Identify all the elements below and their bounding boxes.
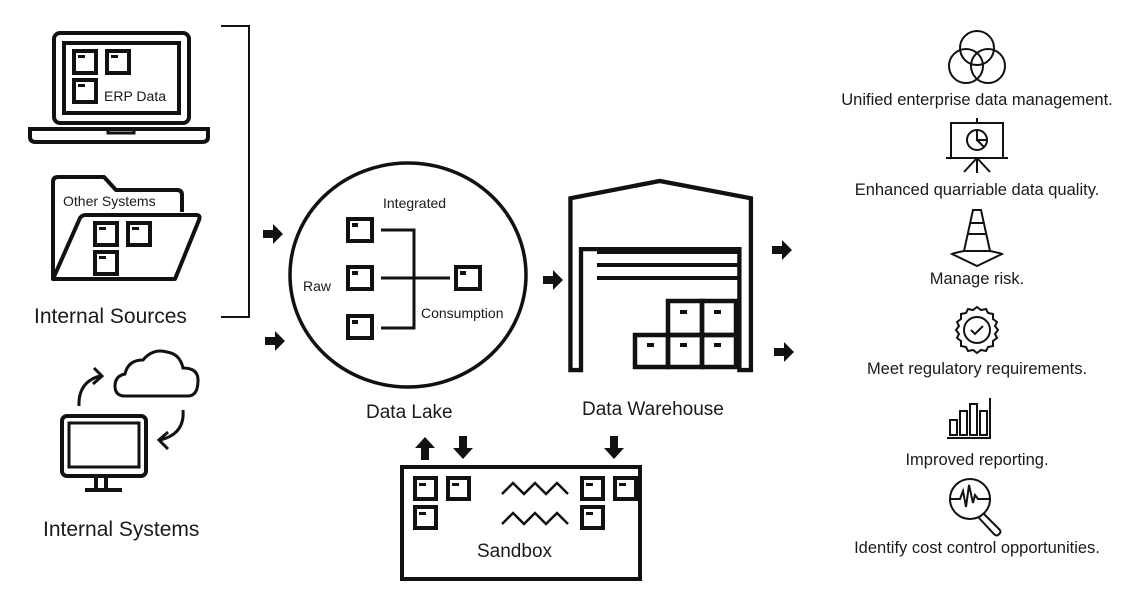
zone-consumption-label: Consumption bbox=[421, 305, 504, 321]
zigzag-icon bbox=[501, 511, 569, 526]
bracket bbox=[221, 25, 250, 318]
arrow-down-icon bbox=[453, 436, 473, 459]
arrow-right-icon bbox=[774, 342, 794, 362]
arrow-down-icon bbox=[604, 436, 624, 459]
traffic-cone-icon bbox=[949, 209, 1005, 268]
data-lake-diagram bbox=[288, 161, 528, 389]
benefit-label: Identify cost control opportunities. bbox=[854, 539, 1100, 557]
warehouse-icon bbox=[568, 178, 754, 373]
bar-chart-icon bbox=[947, 398, 991, 439]
arrow-up-icon bbox=[415, 437, 435, 460]
benefit-label: Unified enterprise data management. bbox=[841, 91, 1113, 109]
data-warehouse-title: Data Warehouse bbox=[582, 399, 724, 420]
benefit-label: Manage risk. bbox=[929, 270, 1025, 288]
presentation-board-icon bbox=[946, 118, 1008, 173]
arrow-right-icon bbox=[772, 240, 792, 260]
internal-systems-label: Internal Systems bbox=[43, 518, 200, 541]
arrow-right-icon bbox=[263, 224, 283, 244]
certified-badge-icon bbox=[954, 305, 1000, 355]
internal-sources-label: Internal Sources bbox=[34, 305, 187, 328]
benefit-label: Enhanced quarriable data quality. bbox=[854, 181, 1100, 199]
benefit-label: Improved reporting. bbox=[905, 451, 1049, 469]
sandbox-box bbox=[400, 465, 642, 581]
sandbox-contents bbox=[413, 476, 638, 530]
venn-circles-icon bbox=[948, 30, 1006, 84]
erp-data-label: ERP Data bbox=[104, 88, 166, 104]
monitor-cloud-icon bbox=[60, 349, 200, 492]
benefit-label: Meet regulatory requirements. bbox=[866, 360, 1088, 378]
data-lake-title: Data Lake bbox=[366, 402, 453, 423]
zone-integrated-label: Integrated bbox=[383, 195, 447, 211]
data-block-icon bbox=[72, 49, 131, 104]
laptop-icon bbox=[28, 31, 210, 144]
magnifier-pulse-icon bbox=[949, 478, 1002, 537]
zigzag-icon bbox=[501, 481, 569, 496]
other-systems-label: Other Systems bbox=[63, 193, 156, 209]
folder-icon bbox=[51, 175, 202, 281]
zone-raw-label: Raw bbox=[303, 278, 332, 294]
sandbox-title: Sandbox bbox=[477, 541, 553, 562]
